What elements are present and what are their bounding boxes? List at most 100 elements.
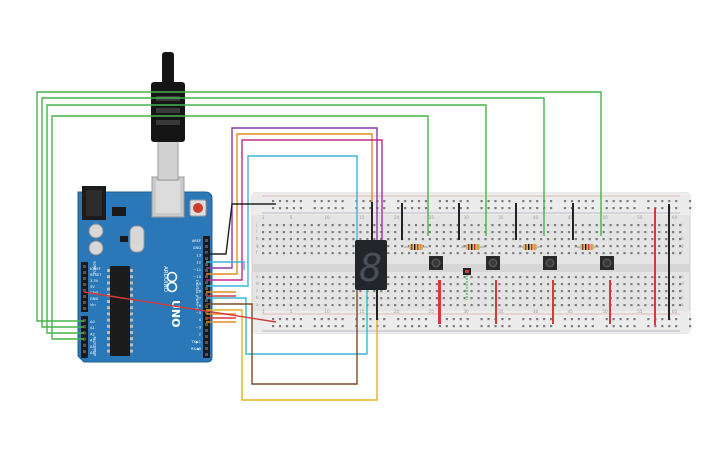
pin-label: 8 bbox=[199, 289, 202, 293]
power-header-label: POWER bbox=[93, 260, 97, 274]
status-led bbox=[463, 268, 471, 300]
column-number: 25 bbox=[429, 309, 435, 314]
column-number: 55 bbox=[637, 309, 643, 314]
column-number: 20 bbox=[394, 215, 400, 220]
pin-label: 3.3V bbox=[90, 279, 99, 283]
pin-label: A3 bbox=[90, 339, 95, 343]
seven-segment-display[interactable]: 8 bbox=[355, 240, 387, 290]
column-number: 10 bbox=[325, 215, 331, 220]
power-header bbox=[81, 262, 88, 312]
row-letter: h bbox=[681, 236, 684, 241]
row-letter: c bbox=[681, 288, 683, 293]
pin-label: Vin bbox=[90, 303, 96, 307]
column-number: 45 bbox=[568, 215, 574, 220]
pin-label: A0 bbox=[90, 320, 95, 324]
pin-label: 5V bbox=[90, 285, 95, 289]
pushbutton[interactable] bbox=[486, 256, 500, 270]
row-letter: g bbox=[256, 243, 259, 248]
column-number: 1 bbox=[262, 309, 265, 314]
row-letter: j bbox=[680, 222, 682, 227]
row-letter: f bbox=[681, 250, 683, 255]
arduino-model-text: UNO bbox=[169, 300, 182, 328]
pin-label: A2 bbox=[90, 332, 95, 336]
arduino-brand-text: ARDUINO bbox=[162, 266, 168, 293]
pin-label: GND bbox=[193, 246, 201, 250]
breadboard[interactable]: 1155101015152020252530303535404045455050… bbox=[251, 192, 692, 334]
components bbox=[401, 203, 614, 324]
pin-label: 13 bbox=[196, 253, 201, 257]
arduino-logo-icon bbox=[166, 271, 178, 293]
row-letter: d bbox=[256, 281, 259, 286]
row-letter: i bbox=[681, 229, 682, 234]
column-number: 55 bbox=[637, 215, 643, 220]
column-number: 45 bbox=[568, 309, 574, 314]
column-number: 60 bbox=[672, 309, 678, 314]
row-letter: e bbox=[256, 274, 259, 279]
column-number: 20 bbox=[394, 309, 400, 314]
column-number: 1 bbox=[262, 215, 265, 220]
row-letter: d bbox=[681, 281, 684, 286]
row-letter: b bbox=[681, 295, 684, 300]
atmega-chip bbox=[110, 266, 130, 356]
pin-label: ~9 bbox=[196, 282, 202, 286]
column-number: 35 bbox=[498, 309, 504, 314]
breadboard-column-numbers: 1155101015152020252530303535404045455050… bbox=[262, 215, 678, 314]
analog-header bbox=[81, 316, 88, 358]
pushbutton[interactable] bbox=[429, 256, 443, 270]
pin-label: A1 bbox=[90, 326, 95, 330]
column-number: 15 bbox=[359, 215, 365, 220]
pin-label: A5 bbox=[90, 351, 95, 355]
column-number: 40 bbox=[533, 309, 539, 314]
column-number: 5 bbox=[290, 309, 293, 314]
resistor[interactable] bbox=[518, 244, 542, 250]
pushbutton[interactable] bbox=[543, 256, 557, 270]
column-number: 25 bbox=[429, 215, 435, 220]
row-letter: f bbox=[256, 250, 258, 255]
column-number: 50 bbox=[603, 215, 609, 220]
row-letter: a bbox=[681, 302, 684, 307]
column-number: 10 bbox=[325, 309, 331, 314]
pin-label: 7 bbox=[199, 297, 201, 301]
row-letter: b bbox=[256, 295, 259, 300]
column-number: 30 bbox=[464, 309, 470, 314]
pin-label: ~6 bbox=[196, 304, 202, 308]
digital-header bbox=[203, 236, 210, 358]
pin-label: ~10 bbox=[193, 275, 201, 279]
resistor[interactable] bbox=[461, 244, 485, 250]
row-letter: i bbox=[256, 229, 257, 234]
arduino-uno-board[interactable]: ARDUINO UNO POWER ANALOG IN DIGITAL (PWM… bbox=[77, 176, 213, 363]
seven-segment-digit: 8 bbox=[360, 246, 383, 290]
row-letter: e bbox=[681, 274, 684, 279]
column-number: 30 bbox=[464, 215, 470, 220]
column-number: 5 bbox=[290, 215, 293, 220]
row-letter: a bbox=[256, 302, 259, 307]
pin-label: RESET bbox=[90, 273, 102, 277]
usb-cable[interactable] bbox=[151, 52, 185, 181]
pushbutton[interactable] bbox=[600, 256, 614, 270]
pin-label: RX◀0 bbox=[191, 347, 202, 351]
row-letter: c bbox=[256, 288, 258, 293]
column-number: 60 bbox=[672, 215, 678, 220]
column-number: 50 bbox=[603, 309, 609, 314]
digital-header-label: DIGITAL (PWM~) bbox=[195, 280, 199, 310]
resistor[interactable] bbox=[404, 244, 428, 250]
row-letter: j bbox=[255, 222, 257, 227]
pin-label: ~5 bbox=[196, 311, 201, 315]
pin-label: A4 bbox=[90, 345, 95, 349]
pin-label: TX▶1 bbox=[190, 340, 201, 344]
column-number: 15 bbox=[359, 309, 365, 314]
pin-label: 12 bbox=[196, 261, 201, 265]
column-number: 35 bbox=[498, 215, 504, 220]
row-letter: g bbox=[681, 243, 684, 248]
pin-label: 2 bbox=[199, 333, 201, 337]
pin-label: IOREF bbox=[90, 267, 101, 271]
pin-label: AREF bbox=[192, 239, 201, 243]
resistor[interactable] bbox=[575, 244, 599, 250]
pin-label: ~3 bbox=[196, 325, 201, 329]
pin-label: GND bbox=[90, 297, 98, 301]
analog-header-label: ANALOG IN bbox=[93, 336, 97, 356]
pin-label: ~11 bbox=[193, 268, 201, 272]
column-number: 40 bbox=[533, 215, 539, 220]
